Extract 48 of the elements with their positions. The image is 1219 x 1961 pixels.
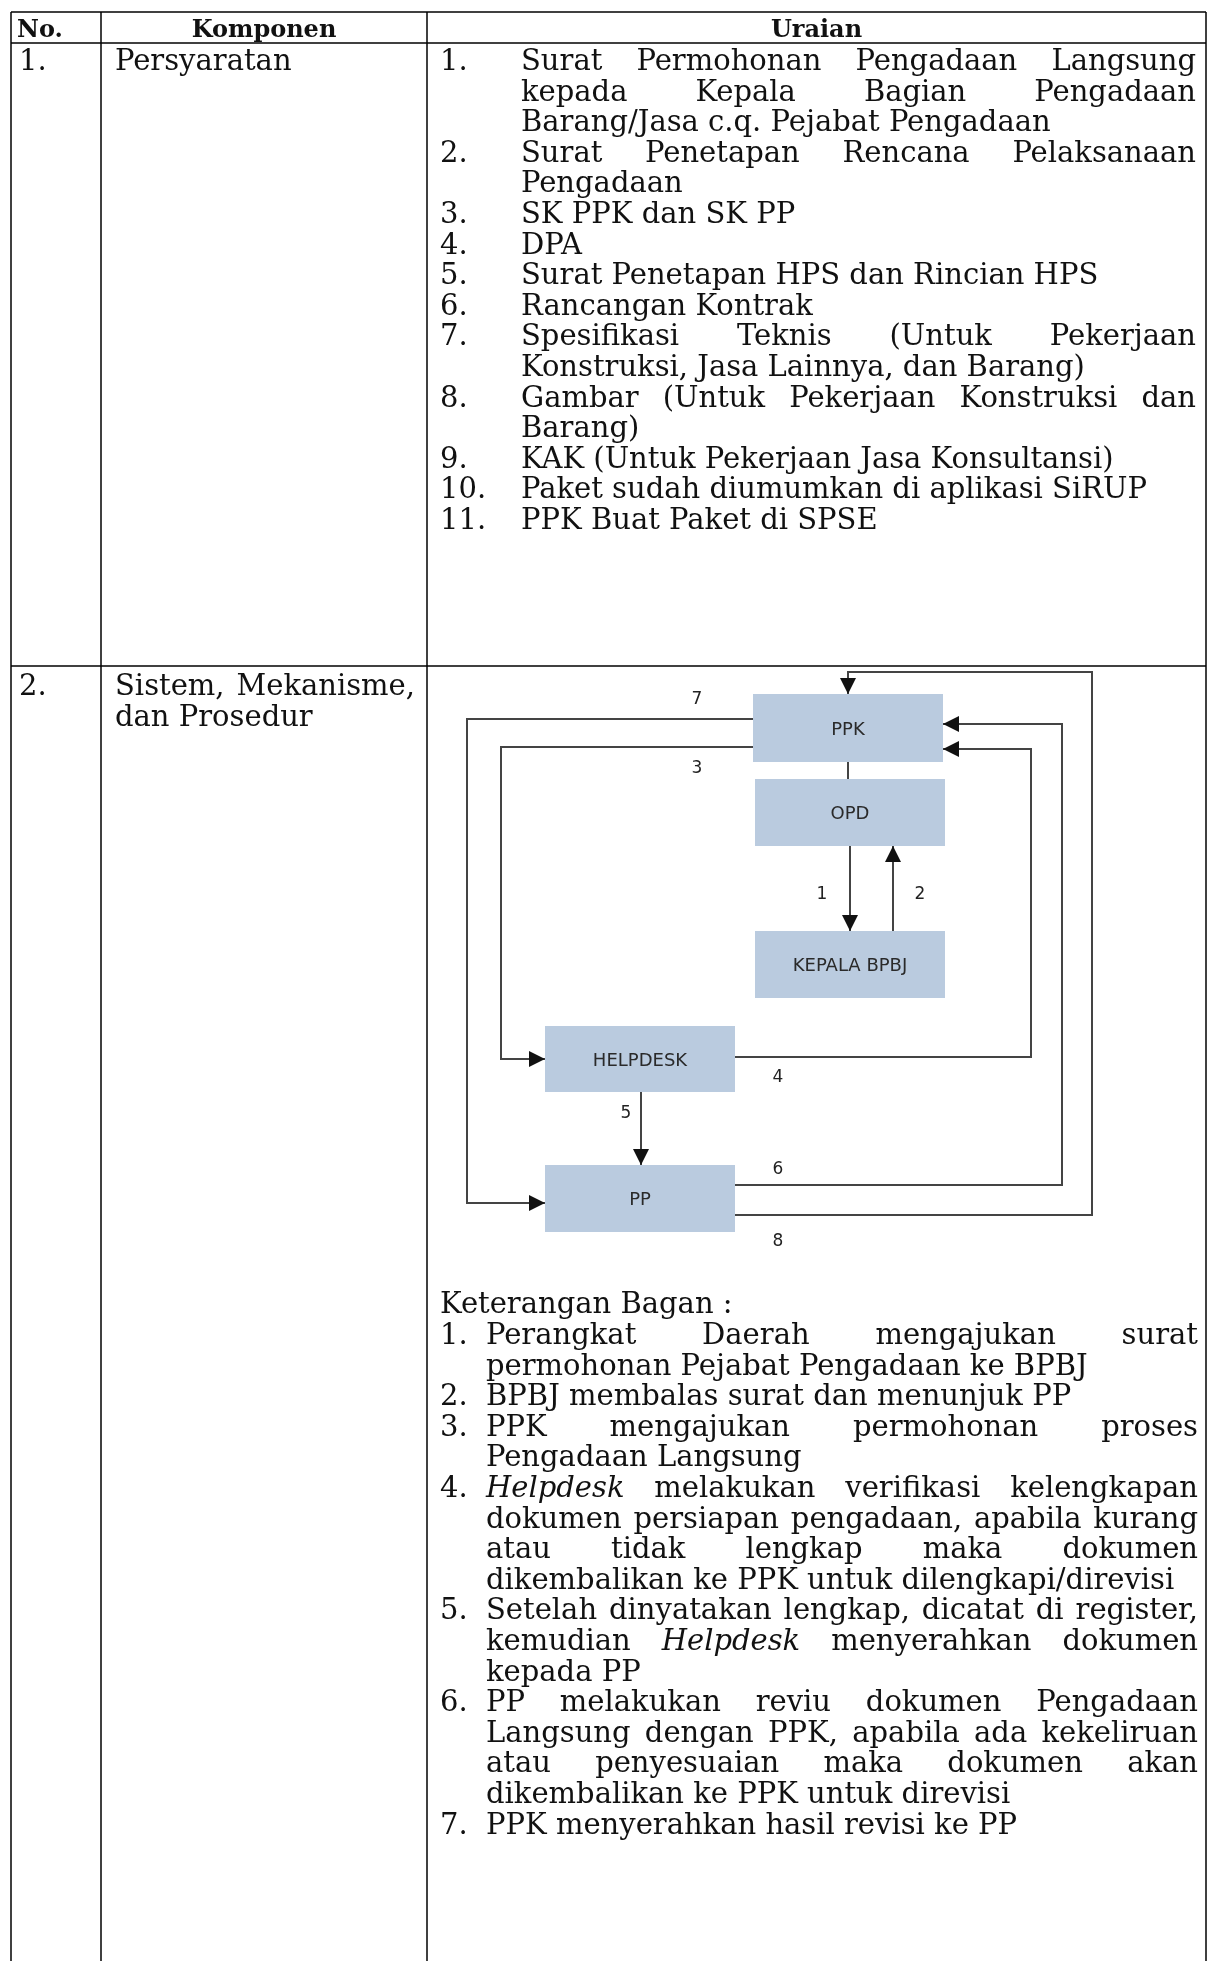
edge-label: 8 <box>770 1231 786 1249</box>
arrow <box>633 1091 649 1166</box>
list-item-text: Perangkat Daerah mengajukan surat permohonan Pejabat Pengadaan ke BPBJ <box>486 1319 1198 1381</box>
arrow <box>466 718 754 1211</box>
row-number: 1. <box>18 45 48 76</box>
list-item-text: PPK menyerahkan hasil revisi ke PP <box>486 1808 1019 1840</box>
list-item-text: SK PPK dan SK PP <box>521 197 797 229</box>
process-box: KEPALA BPBJ <box>755 931 945 998</box>
list-item-text: Spesifikasi Teknis (Untuk Pekerjaan Konstruksi, Jasa Lainnya, dan Barang) <box>521 320 1196 382</box>
list-item-text: Surat Penetapan Rencana Pelaksanaan Pengadaan <box>521 136 1196 198</box>
edge-label: 4 <box>770 1067 786 1085</box>
column-header: Komponen <box>190 13 338 45</box>
component-label: Sistem, Mekanisme, dan Prosedur <box>114 670 416 732</box>
list-item-text: Rancangan Kontrak <box>521 289 814 321</box>
list-number: 6. <box>440 1684 468 1719</box>
arrow <box>734 741 1032 1058</box>
process-box: HELPDESK <box>545 1026 735 1092</box>
process-box: PP <box>545 1165 735 1232</box>
list-number: 7. <box>440 1806 468 1841</box>
caption-heading: Keterangan Bagan : <box>439 1288 734 1319</box>
column-header: Uraian <box>769 13 864 45</box>
list-item-text: Surat Penetapan HPS dan Rincian HPS <box>521 259 1100 290</box>
process-box: OPD <box>755 779 945 846</box>
list-item-text: KAK (Untuk Pekerjaan Jasa Konsultansi) <box>521 442 1115 474</box>
list-number: 1. <box>440 43 468 77</box>
arrow <box>500 746 754 1067</box>
edge-label: 6 <box>770 1159 786 1177</box>
list-item-text: PPK Buat Paket di SPSE <box>521 503 879 535</box>
arrow <box>734 716 1063 1186</box>
list-item-text: Helpdesk melakukan verifikasi kelengkapan dokumen persiapan pengadaan, apabila kurang atau tidak lengkap maka dokumen dikembalikan ke PPK untuk dilengkapi/direvisi <box>486 1471 1198 1595</box>
list-item-text: DPA <box>521 228 584 260</box>
list-item-text: Setelah dinyatakan lengkap, dicatat di register, kemudian Helpdesk menyerahkan dokumen kepada PP <box>486 1594 1198 1687</box>
column-header: No. <box>16 13 64 45</box>
list-number: 5. <box>440 1592 468 1627</box>
list-item-text: BPBJ membalas surat dan menunjuk PP <box>486 1380 1072 1411</box>
row-number: 2. <box>18 670 48 701</box>
arrow <box>885 845 901 932</box>
list-number: 8. <box>440 379 468 414</box>
list-number: 4. <box>440 1469 468 1504</box>
component-label: Persyaratan <box>114 45 293 76</box>
list-item-text: Paket sudah diumumkan di aplikasi SiRUP <box>521 473 1148 504</box>
list-item-text: PP melakukan reviu dokumen Pengadaan Langsung dengan PPK, apabila ada kekeliruan atau penyesuaian maka dokumen akan dikembalikan ke PPK untuk direvisi <box>486 1686 1198 1809</box>
list-item-text: Surat Permohonan Pengadaan Langsung kepada Kepala Bagian Pengadaan Barang/Jasa c.q. Pejabat Pengadaan <box>521 45 1196 137</box>
list-number: 1. <box>440 1317 468 1351</box>
arrow <box>734 671 1093 1216</box>
list-number: 2. <box>440 134 468 169</box>
arrow <box>842 845 858 932</box>
process-box: PPK <box>753 694 943 762</box>
